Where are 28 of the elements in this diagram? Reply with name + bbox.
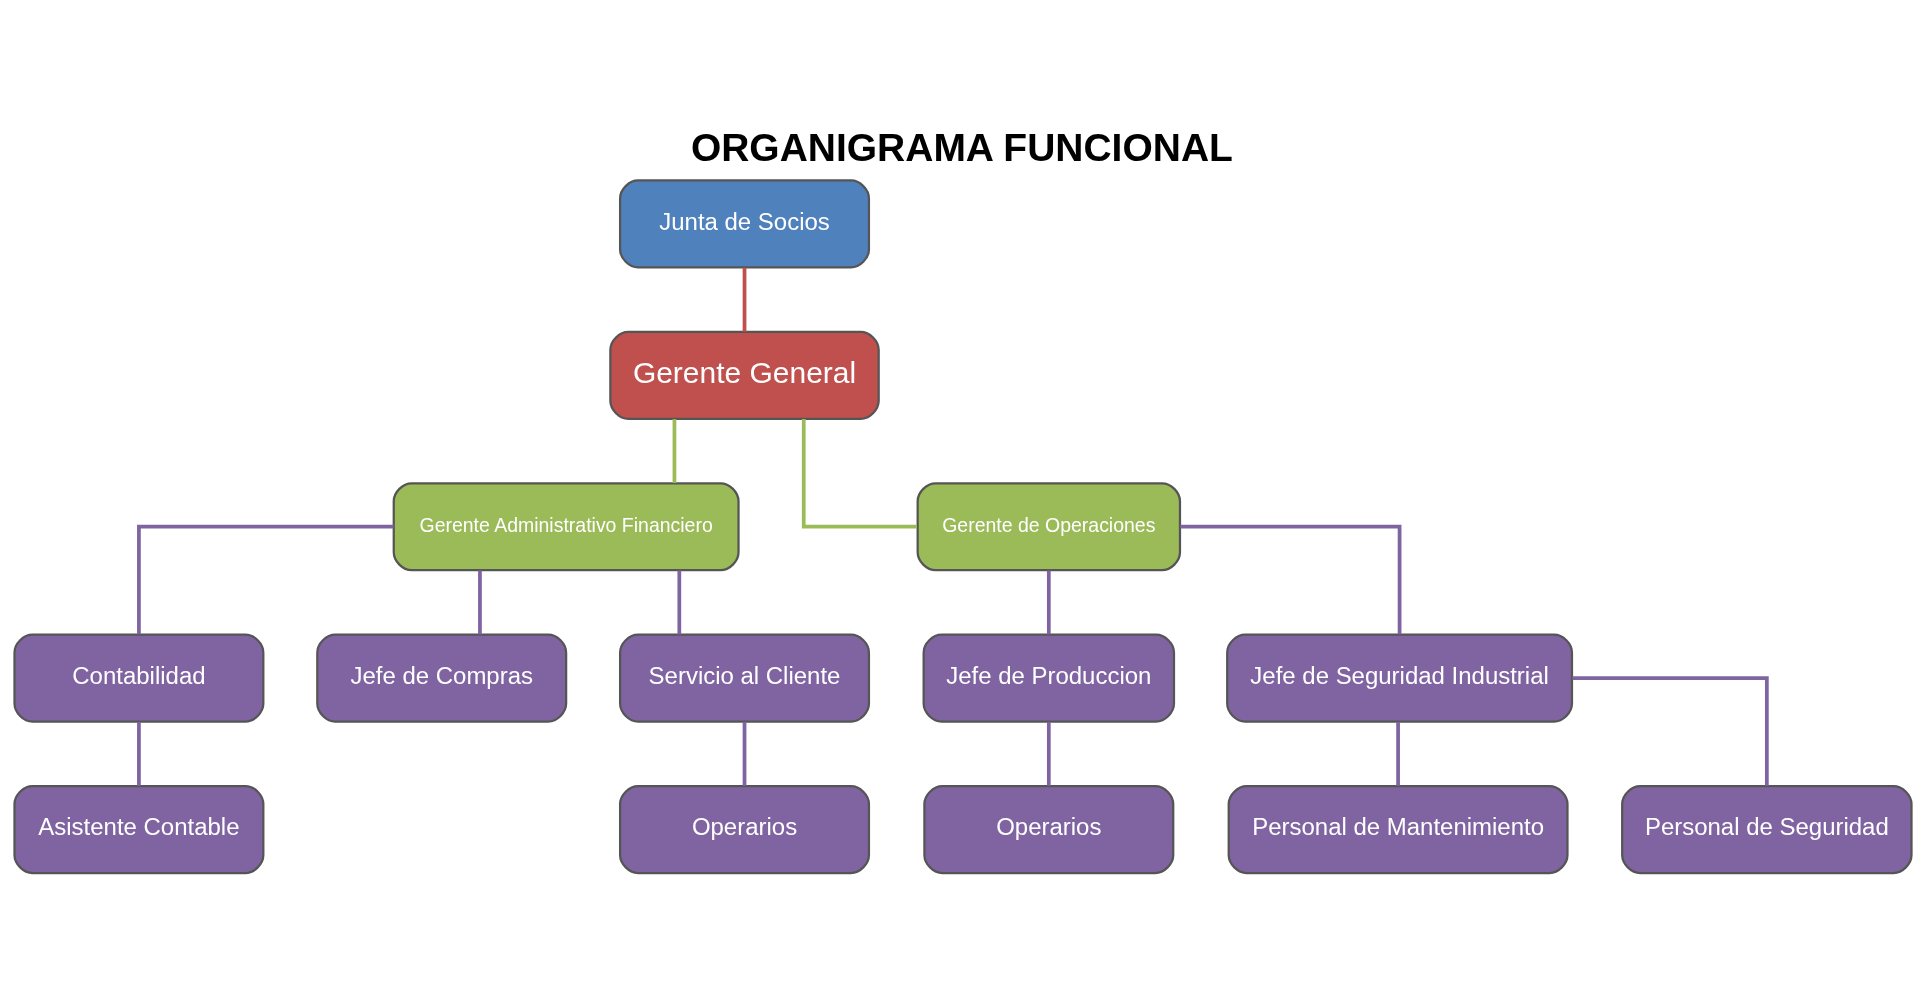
connector	[1180, 524, 1402, 635]
node-box: Asistente Contable	[13, 784, 265, 875]
node-box: Operarios	[618, 784, 871, 875]
node-box: Gerente General	[609, 330, 880, 420]
connector	[1396, 721, 1400, 786]
connector	[801, 419, 917, 529]
connector	[742, 721, 747, 786]
connector	[742, 267, 747, 332]
node-box: Jefe de Compras	[316, 633, 568, 723]
connector	[672, 419, 677, 484]
node-box: Operarios	[923, 784, 1175, 875]
connector	[137, 721, 141, 786]
diagram-title: ORGANIGRAMA FUNCIONAL	[690, 125, 1233, 169]
node-box: Personal de Mantenimiento	[1227, 784, 1569, 875]
connector	[1046, 570, 1051, 635]
connector	[137, 524, 394, 635]
connector	[677, 570, 682, 635]
node-box: Personal de Seguridad	[1621, 784, 1913, 875]
connector	[1572, 676, 1769, 786]
node-box: Jefe de Produccion	[922, 633, 1176, 723]
node-box: Contabilidad	[13, 633, 265, 723]
connector	[478, 570, 482, 635]
node-box: Junta de Socios	[618, 179, 871, 269]
node-box: Gerente de Operaciones	[916, 482, 1182, 572]
node-box: Gerente Administrativo Financiero	[392, 482, 740, 572]
node-box: Servicio al Cliente	[618, 633, 871, 723]
node-box: Jefe de Seguridad Industrial	[1226, 633, 1574, 723]
connector	[1046, 721, 1051, 786]
